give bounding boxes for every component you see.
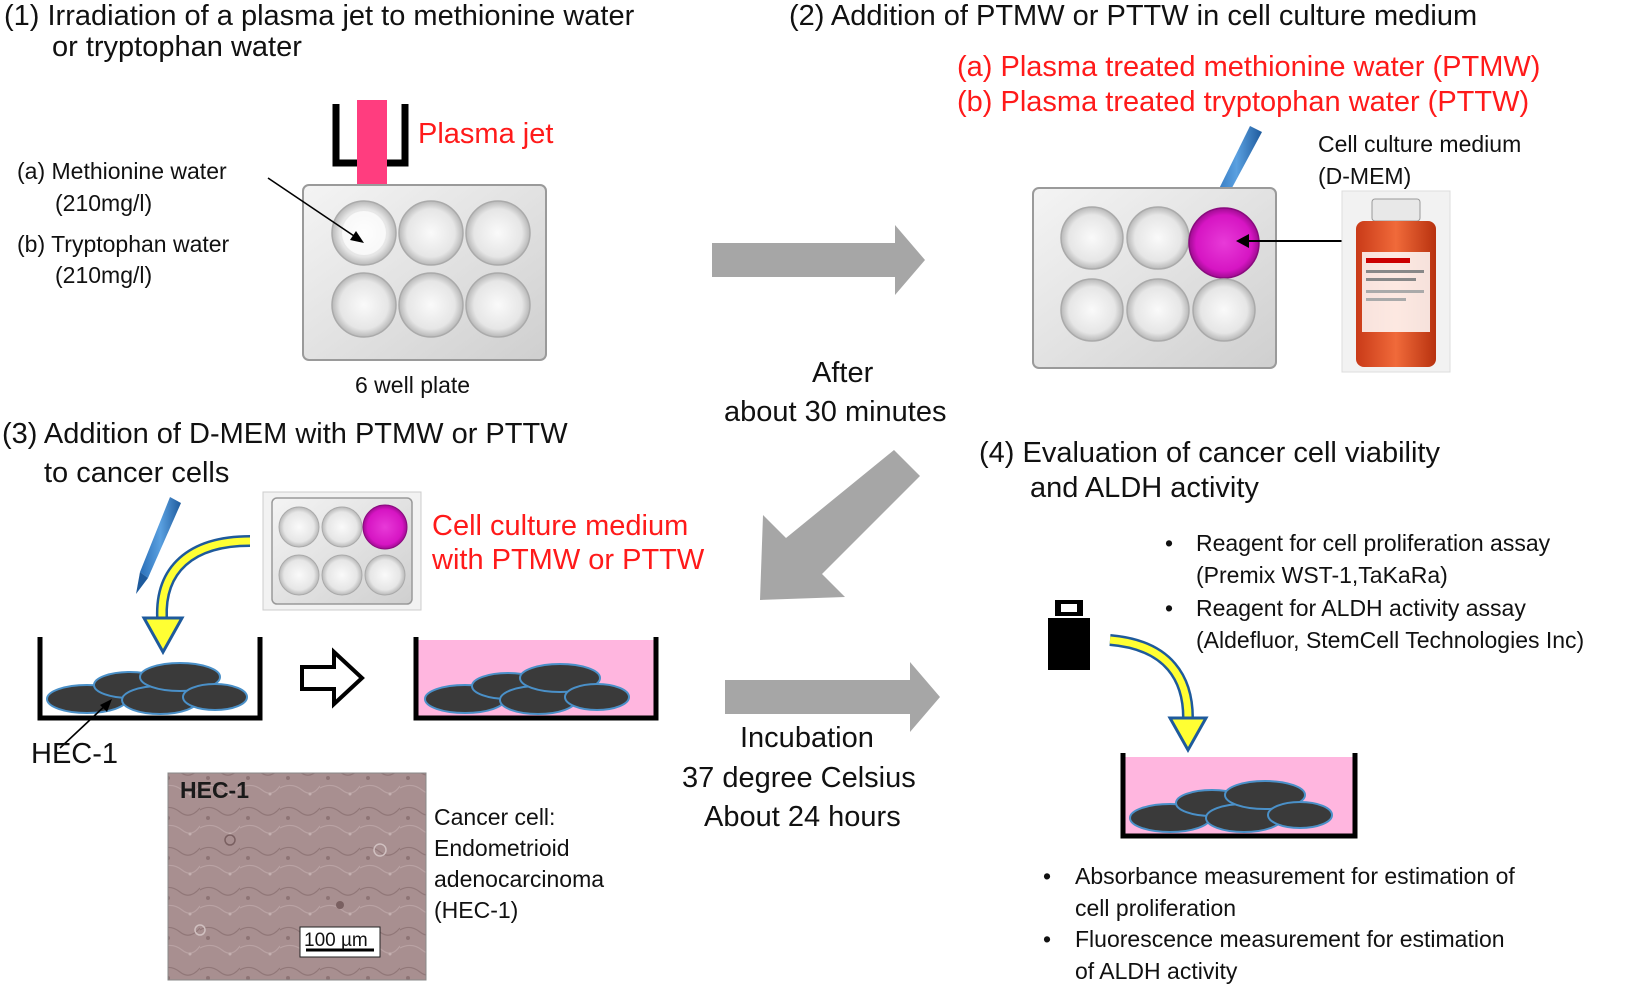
- bullet: •: [1043, 863, 1052, 889]
- ptmw-label: (a) Plasma treated methionine water (PTM…: [957, 51, 1541, 83]
- medium-label-line1: Cell culture medium: [1318, 131, 1522, 157]
- bullet: •: [1165, 595, 1174, 621]
- hollow-arrow: [300, 647, 365, 709]
- gray-arrow-step3-to-step4: [725, 662, 940, 732]
- incubation-line1: Incubation: [740, 722, 874, 754]
- pipette-icon: [136, 497, 181, 594]
- step4-title-line1: (4) Evaluation of cancer cell viability: [979, 437, 1440, 469]
- medium-pointer-arrow: [1236, 234, 1350, 248]
- cancer-desc-line1: Cancer cell:: [434, 804, 556, 830]
- gray-arrow-step1-to-step2: [712, 225, 925, 295]
- measure2-line2: of ALDH activity: [1075, 958, 1238, 984]
- dish-with-medium-after: [413, 637, 659, 721]
- yellow-curved-arrow: [141, 535, 251, 656]
- bullet: •: [1043, 926, 1052, 952]
- medium-label-line2: (D-MEM): [1318, 163, 1412, 189]
- step3-medium-line2: with PTMW or PTTW: [432, 544, 705, 576]
- measure1-line2: cell proliferation: [1075, 895, 1237, 921]
- reagent1-line1: Reagent for cell proliferation assay: [1196, 530, 1551, 556]
- plate-caption: 6 well plate: [355, 372, 471, 398]
- plasma-jet-label: Plasma jet: [418, 118, 554, 150]
- dish-with-cells-before: [37, 637, 263, 721]
- reagent2-line2: (Aldefluor, StemCell Technologies Inc): [1196, 627, 1585, 653]
- pttw-label: (b) Plasma treated tryptophan water (PTT…: [957, 86, 1530, 118]
- sample-a-label: (a) Methionine water: [17, 158, 227, 184]
- step3-medium-line1: Cell culture medium: [432, 510, 689, 542]
- incubation-line2: 37 degree Celsius: [682, 762, 916, 794]
- plasma-jet-device: [332, 100, 409, 196]
- gray-arrow-step2-to-step3: [760, 450, 920, 600]
- step1-title-line2: or tryptophan water: [52, 31, 302, 63]
- cancer-desc-line3: adenocarcinoma: [434, 866, 605, 892]
- dish-with-reagent: [1120, 753, 1358, 839]
- bullet: •: [1165, 530, 1174, 556]
- yellow-curved-arrow: [1109, 634, 1209, 754]
- measure1-line1: Absorbance measurement for estimation of: [1075, 863, 1515, 889]
- reagent1-line2: (Premix WST-1,TaKaRa): [1196, 562, 1448, 588]
- wait-label-line1: After: [812, 357, 874, 389]
- pointer-to-well-arrow: [267, 177, 364, 243]
- dmem-bottle-photo: [1341, 190, 1451, 373]
- sample-b-label: (b) Tryptophan water: [17, 231, 230, 257]
- scale-bar-label: 100 µm: [304, 930, 368, 951]
- step1-title-line1: (1) Irradiation of a plasma jet to methi…: [4, 0, 635, 32]
- micro-image-label: HEC-1: [180, 777, 250, 803]
- reagent-bottle-icon: [1048, 600, 1090, 670]
- six-well-plate-3: [262, 491, 422, 611]
- six-well-plate-2: [1032, 187, 1277, 369]
- microscope-image: [167, 772, 427, 981]
- pointer-to-cell-arrow: [59, 699, 112, 749]
- hec1-cell-label: HEC-1: [31, 738, 119, 770]
- step3-title-line2: to cancer cells: [44, 457, 230, 489]
- wait-label-line2: about 30 minutes: [724, 396, 947, 428]
- incubation-line3: About 24 hours: [704, 801, 901, 833]
- cancer-desc-line4: (HEC-1): [434, 897, 519, 923]
- six-well-plate-1: [302, 184, 547, 361]
- sample-a-concentration: (210mg/l): [55, 190, 153, 216]
- step2-title: (2) Addition of PTMW or PTTW in cell cul…: [789, 0, 1478, 32]
- step3-title-line1: (3) Addition of D-MEM with PTMW or PTTW: [2, 418, 568, 450]
- sample-b-concentration: (210mg/l): [55, 262, 153, 288]
- cancer-desc-line2: Endometrioid: [434, 835, 570, 861]
- reagent2-line1: Reagent for ALDH activity assay: [1196, 595, 1526, 621]
- measure2-line1: Fluorescence measurement for estimation: [1075, 926, 1505, 952]
- step4-title-line2: and ALDH activity: [1030, 472, 1259, 504]
